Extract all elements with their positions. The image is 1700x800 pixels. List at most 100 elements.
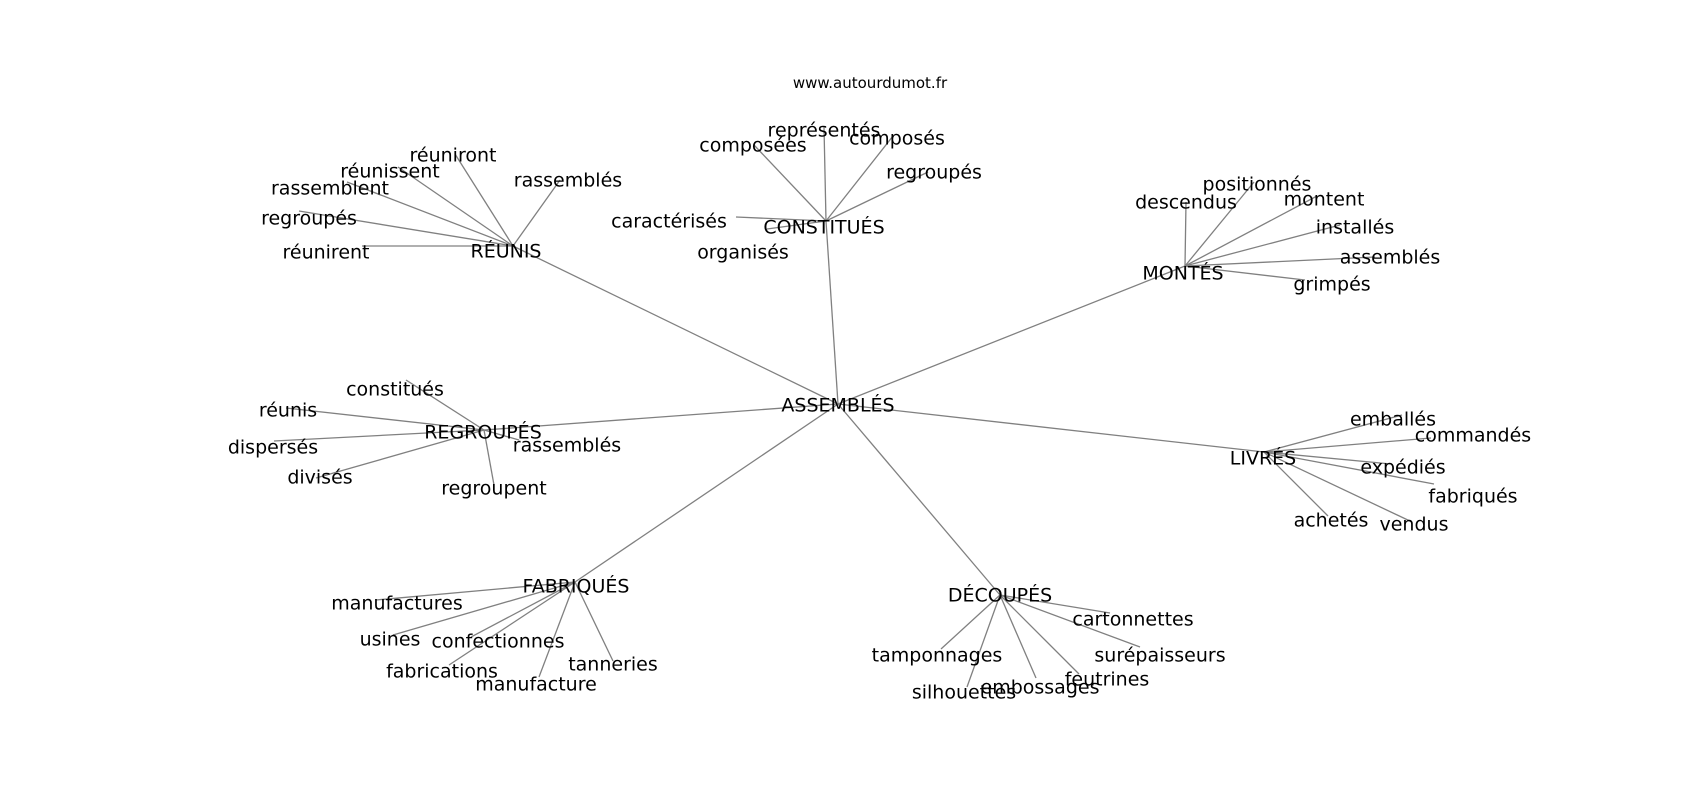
edge-constitues-representes bbox=[823, 126, 827, 222]
leaf-node-reunis-reunissent: réunissent bbox=[340, 161, 439, 183]
edge-reunis-reunissent bbox=[397, 166, 514, 247]
hub-node-montes: MONTÉS bbox=[1142, 262, 1223, 285]
leaf-node-reunis-regroupes: regroupés bbox=[261, 208, 357, 230]
leaf-node-fabriques-confectionnes: confectionnes bbox=[432, 631, 565, 653]
edge-fabriques-fabrications bbox=[448, 581, 576, 666]
leaf-node-livres-vendus: vendus bbox=[1380, 514, 1449, 536]
leaf-node-montes-positionnes: positionnés bbox=[1203, 174, 1312, 196]
edge-livres-emballes bbox=[1263, 414, 1403, 453]
leaf-node-fabriques-fabrications: fabrications bbox=[386, 661, 498, 683]
edge-decoupes-silhouettes bbox=[966, 594, 1001, 688]
graph-labels: ASSEMBLÉSRÉUNISréunirontréunissentrassem… bbox=[228, 120, 1531, 704]
edge-center-decoupes bbox=[837, 403, 1001, 596]
leaf-node-reunis-reuniront: réuniront bbox=[410, 145, 497, 167]
leaf-node-constitues-composes: composés bbox=[849, 128, 945, 150]
edge-constitues-composes bbox=[825, 135, 894, 222]
leaf-node-regroupes-divises: divisés bbox=[287, 467, 352, 489]
edge-montes-descendus bbox=[1184, 201, 1187, 267]
edge-decoupes-cartonnettes bbox=[999, 594, 1111, 614]
leaf-node-livres-expedies: expédiés bbox=[1360, 457, 1445, 479]
leaf-node-constitues-composees: composées bbox=[699, 135, 806, 157]
leaf-node-montes-grimpes: grimpés bbox=[1293, 274, 1370, 296]
edge-montes-positionnes bbox=[1184, 181, 1255, 267]
edge-fabriques-manufactures bbox=[375, 581, 576, 601]
leaf-node-livres-commandes: commandés bbox=[1415, 425, 1531, 447]
edge-decoupes-tamponnages bbox=[940, 594, 1001, 650]
leaf-node-reunis-reunirent: réunirent bbox=[282, 242, 369, 264]
leaf-node-regroupes-regroupent: regroupent bbox=[441, 478, 546, 500]
edge-reunis-rassemblent bbox=[346, 181, 514, 247]
leaf-node-decoupes-surepaisseurs: surépaisseurs bbox=[1094, 645, 1225, 667]
edge-regroupes-reunis bbox=[285, 407, 485, 431]
edge-livres-expedies bbox=[1263, 451, 1392, 465]
leaf-node-regroupes-reunis: réunis bbox=[259, 400, 317, 422]
edge-center-regroupes bbox=[483, 403, 839, 431]
edge-constitues-composees bbox=[753, 144, 827, 222]
edge-regroupes-rassembles bbox=[483, 429, 520, 441]
edge-montes-grimpes bbox=[1184, 265, 1306, 281]
edge-regroupes-divises bbox=[315, 429, 485, 479]
edge-center-reunis bbox=[512, 245, 839, 405]
hub-node-constitues: CONSTITUÉS bbox=[763, 216, 884, 239]
edge-constitues-organises bbox=[766, 220, 827, 230]
leaf-node-livres-achetes: achetés bbox=[1294, 510, 1369, 532]
edge-livres-vendus bbox=[1263, 451, 1413, 523]
edge-center-montes bbox=[837, 265, 1186, 405]
leaf-node-regroupes-disperses: dispersés bbox=[228, 437, 318, 459]
edge-fabriques-usines bbox=[392, 581, 576, 636]
leaf-node-constitues-representes: représentés bbox=[768, 120, 881, 142]
edge-montes-montent bbox=[1184, 195, 1318, 267]
edge-center-constitues bbox=[825, 220, 839, 405]
edge-fabriques-manufacture bbox=[538, 581, 576, 678]
leaf-node-decoupes-feutrines: feutrines bbox=[1065, 669, 1150, 691]
edge-center-fabriques bbox=[574, 403, 839, 583]
leaf-node-constitues-organises: organisés bbox=[697, 242, 789, 264]
leaf-node-decoupes-silhouettes: silhouettes bbox=[912, 682, 1016, 704]
edge-reunis-reuniront bbox=[454, 153, 514, 247]
leaf-node-fabriques-manufactures: manufactures bbox=[331, 593, 463, 615]
edge-regroupes-constitues bbox=[405, 379, 485, 431]
hub-node-livres: LIVRÉS bbox=[1230, 447, 1296, 470]
leaf-node-reunis-rassembles: rassemblés bbox=[514, 170, 622, 192]
leaf-node-montes-descendus: descendus bbox=[1135, 192, 1237, 214]
leaf-node-fabriques-usines: usines bbox=[360, 629, 421, 651]
edge-regroupes-regroupent bbox=[483, 429, 495, 486]
hub-node-reunis: RÉUNIS bbox=[471, 240, 542, 263]
edge-reunis-rassembles bbox=[512, 179, 561, 247]
leaf-node-constitues-caracterises: caractérisés bbox=[611, 211, 727, 233]
leaf-node-constitues-regroupes: regroupés bbox=[886, 162, 982, 184]
edge-reunis-regroupes bbox=[298, 210, 514, 247]
hub-node-fabriques: FABRIQUÉS bbox=[523, 575, 630, 598]
leaf-node-decoupes-embossages: embossages bbox=[981, 677, 1100, 699]
leaf-node-livres-fabriques: fabriqués bbox=[1428, 486, 1517, 508]
edge-regroupes-disperses bbox=[273, 429, 485, 442]
edge-constitues-caracterises bbox=[735, 216, 827, 222]
leaf-node-montes-assembles: assemblés bbox=[1340, 247, 1441, 269]
edge-fabriques-tanneries bbox=[574, 581, 614, 662]
edge-center-livres bbox=[837, 403, 1265, 453]
graph-edges bbox=[273, 126, 1435, 688]
leaf-node-reunis-rassemblent: rassemblent bbox=[271, 178, 389, 200]
leaf-node-decoupes-tamponnages: tamponnages bbox=[872, 645, 1003, 667]
edge-montes-assembles bbox=[1184, 256, 1376, 267]
leaf-node-montes-installes: installés bbox=[1316, 217, 1394, 239]
leaf-node-fabriques-manufacture: manufacture bbox=[475, 674, 597, 696]
leaf-node-livres-emballes: emballés bbox=[1350, 409, 1436, 431]
edge-fabriques-confectionnes bbox=[470, 581, 576, 638]
edge-constitues-regroupes bbox=[825, 171, 929, 222]
leaf-node-decoupes-cartonnettes: cartonnettes bbox=[1072, 609, 1193, 631]
source-watermark: www.autourdumot.fr bbox=[793, 74, 948, 92]
edge-livres-fabriques bbox=[1263, 451, 1435, 485]
edge-montes-installes bbox=[1184, 224, 1341, 267]
center-node-label: ASSEMBLÉS bbox=[781, 394, 894, 417]
edge-decoupes-feutrines bbox=[999, 594, 1080, 675]
leaf-node-montes-montent: montent bbox=[1284, 189, 1365, 211]
leaf-node-regroupes-rassembles: rassemblés bbox=[513, 435, 621, 457]
leaf-node-fabriques-tanneries: tanneries bbox=[568, 654, 658, 676]
edge-decoupes-embossages bbox=[999, 594, 1037, 679]
leaf-node-regroupes-constitues: constitués bbox=[346, 379, 444, 401]
hub-node-decoupes: DÉCOUPÉS bbox=[948, 584, 1052, 607]
edge-livres-achetes bbox=[1263, 451, 1329, 517]
edge-decoupes-surepaisseurs bbox=[999, 594, 1141, 648]
